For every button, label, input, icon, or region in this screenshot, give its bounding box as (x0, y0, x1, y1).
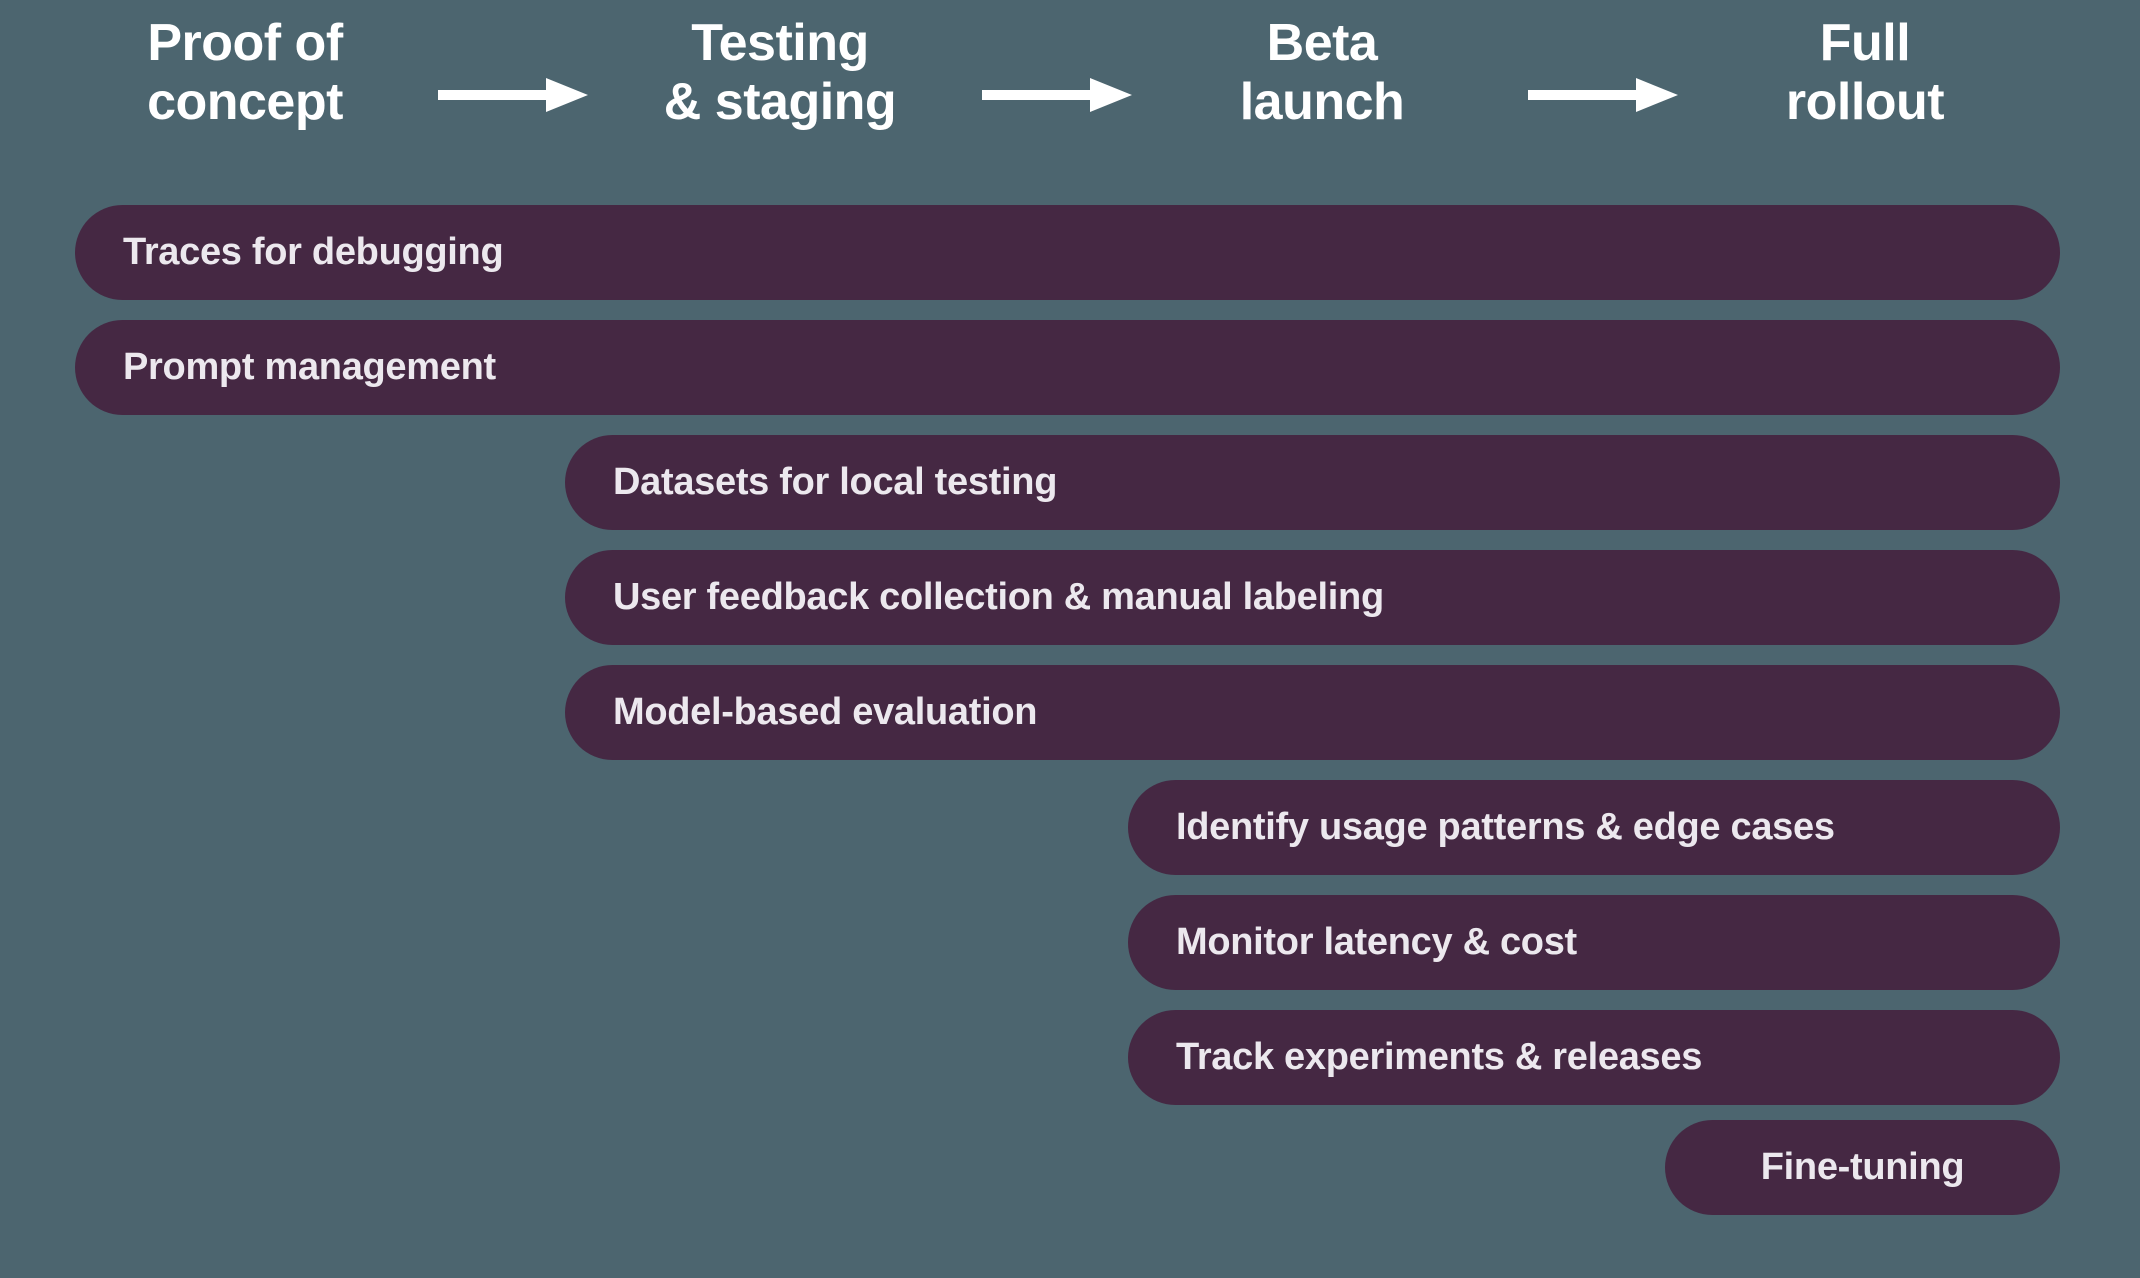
phase-label-proof-of-concept: Proof of concept (147, 14, 343, 131)
phase-label-testing-and-staging: Testing & staging (663, 14, 897, 131)
arrow-right-icon (1528, 78, 1678, 112)
arrow-right-icon (982, 78, 1132, 112)
capability-bar[interactable]: Datasets for local testing (565, 435, 2060, 530)
arrow-right-icon (438, 78, 588, 112)
capability-label: Prompt management (123, 346, 496, 388)
capability-label: Datasets for local testing (613, 461, 1058, 503)
capability-label: Fine-tuning (1760, 1146, 1965, 1188)
capability-bar[interactable]: User feedback collection & manual labeli… (565, 550, 2060, 645)
capability-bar[interactable]: Fine-tuning (1665, 1120, 2060, 1215)
capability-bar[interactable]: Identify usage patterns & edge cases (1128, 780, 2060, 875)
capability-label: Identify usage patterns & edge cases (1176, 806, 1835, 848)
capability-label: Model-based evaluation (613, 691, 1038, 733)
capability-bar[interactable]: Monitor latency & cost (1128, 895, 2060, 990)
capability-bar[interactable]: Track experiments & releases (1128, 1010, 2060, 1105)
capability-label: Monitor latency & cost (1176, 921, 1577, 963)
capability-label: Traces for debugging (123, 231, 504, 273)
phase-label-beta-launch: Beta launch (1239, 14, 1405, 131)
phase-label-full-rollout: Full rollout (1785, 14, 1945, 131)
capability-label: Track experiments & releases (1176, 1036, 1703, 1078)
capability-bar[interactable]: Model-based evaluation (565, 665, 2060, 760)
capability-label: User feedback collection & manual labeli… (613, 576, 1384, 618)
capability-bar[interactable]: Prompt management (75, 320, 2060, 415)
capability-bar[interactable]: Traces for debugging (75, 205, 2060, 300)
